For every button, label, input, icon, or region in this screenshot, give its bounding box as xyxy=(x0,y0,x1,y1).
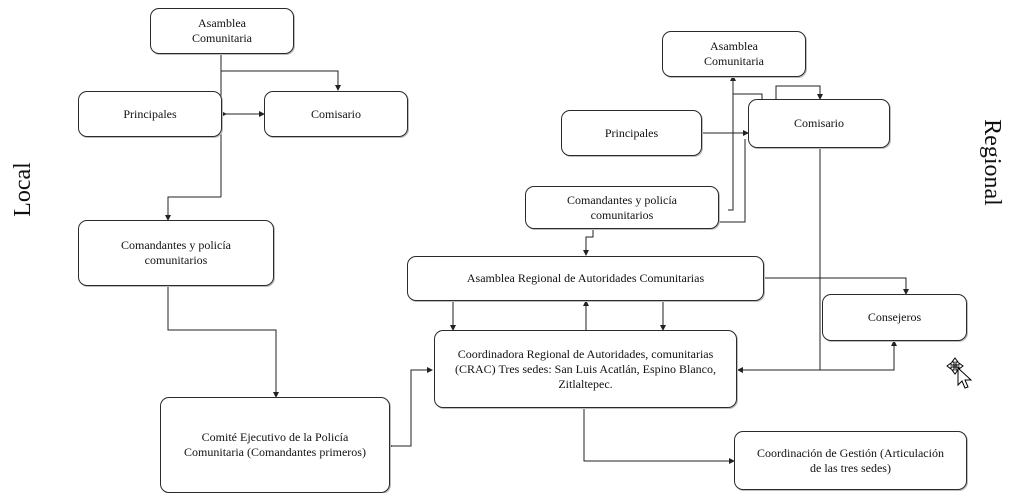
local-comandantes-box: Comandantes y policía comunitarios xyxy=(78,220,274,286)
local-comisario-box: Comisario xyxy=(264,91,408,137)
local-principales-box: Principales xyxy=(78,91,222,137)
regional-asamblea-comunitaria-box: Asamblea Comunitaria xyxy=(662,31,806,77)
local-asamblea-comunitaria-box: Asamblea Comunitaria xyxy=(150,8,294,54)
regional-comisario-box: Comisario xyxy=(748,99,890,148)
coordinacion-gestion-box: Coordinación de Gestión (Articulación de… xyxy=(734,431,967,490)
move-cursor-icon xyxy=(946,357,973,389)
asamblea-regional-box: Asamblea Regional de Autoridades Comunit… xyxy=(407,256,764,301)
regional-comandantes-box: Comandantes y policía comunitarios xyxy=(525,186,719,229)
local-comite-ejecutivo-box: Comité Ejecutivo de la Policía Comunitar… xyxy=(160,397,390,493)
regional-principales-box: Principales xyxy=(561,110,702,156)
crac-box: Coordinadora Regional de Autoridades, co… xyxy=(434,330,737,408)
consejeros-box: Consejeros xyxy=(822,294,967,341)
